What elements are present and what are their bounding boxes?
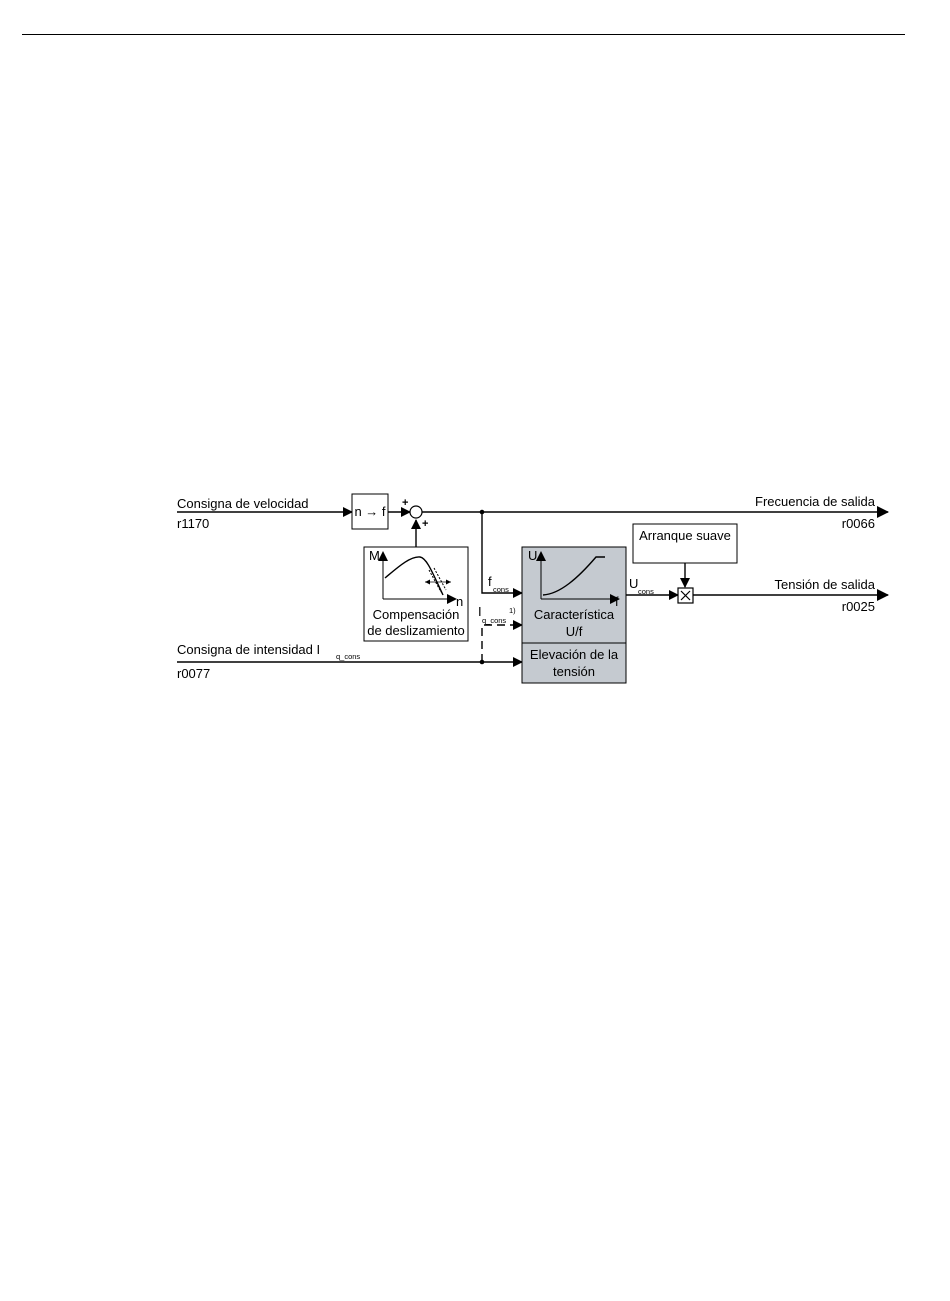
voltage-boost-label-line2: tensión [553, 664, 595, 679]
current-setpoint-label: Consigna de intensidad I [177, 642, 320, 657]
sum-plus-top: + [402, 497, 408, 509]
uf-plot-axis-f: f [615, 594, 619, 609]
current-setpoint-param: r0077 [177, 666, 210, 681]
f-cons-subscript: cons [493, 585, 509, 594]
f-cons-label: f [488, 574, 492, 589]
output-voltage-label: Tensión de salida [775, 577, 876, 592]
slip-compensation-label-line1: Compensación [373, 607, 460, 622]
output-voltage-param: r0025 [842, 599, 875, 614]
speed-setpoint-label: Consigna de velocidad [177, 496, 309, 511]
i-q-cons-subscript: q_cons [482, 616, 506, 625]
output-frequency-param: r0066 [842, 516, 875, 531]
voltage-boost-label-line1: Elevación de la [530, 647, 619, 662]
i-q-cons-line [482, 625, 522, 662]
summing-junction [410, 506, 422, 518]
sum-plus-bottom: + [422, 518, 428, 530]
uf-plot-axis-u: U [528, 548, 537, 563]
slip-plot-axis-m: M [369, 548, 380, 563]
i-q-cons-footnote: 1) [509, 606, 516, 615]
current-setpoint-subscript: q_cons [336, 652, 360, 661]
u-cons-subscript: cons [638, 587, 654, 596]
speed-setpoint-param: r1170 [177, 516, 209, 531]
u-cons-label: U [629, 576, 638, 591]
uf-characteristic-label-line2: U/f [566, 624, 583, 639]
uf-characteristic-label-line1: Característica [534, 607, 615, 622]
slip-compensation-label-line2: de deslizamiento [367, 623, 465, 638]
output-frequency-label: Frecuencia de salida [755, 494, 876, 509]
soft-start-label: Arranque suave [639, 528, 731, 543]
n-to-f-label: n → f [354, 504, 385, 519]
